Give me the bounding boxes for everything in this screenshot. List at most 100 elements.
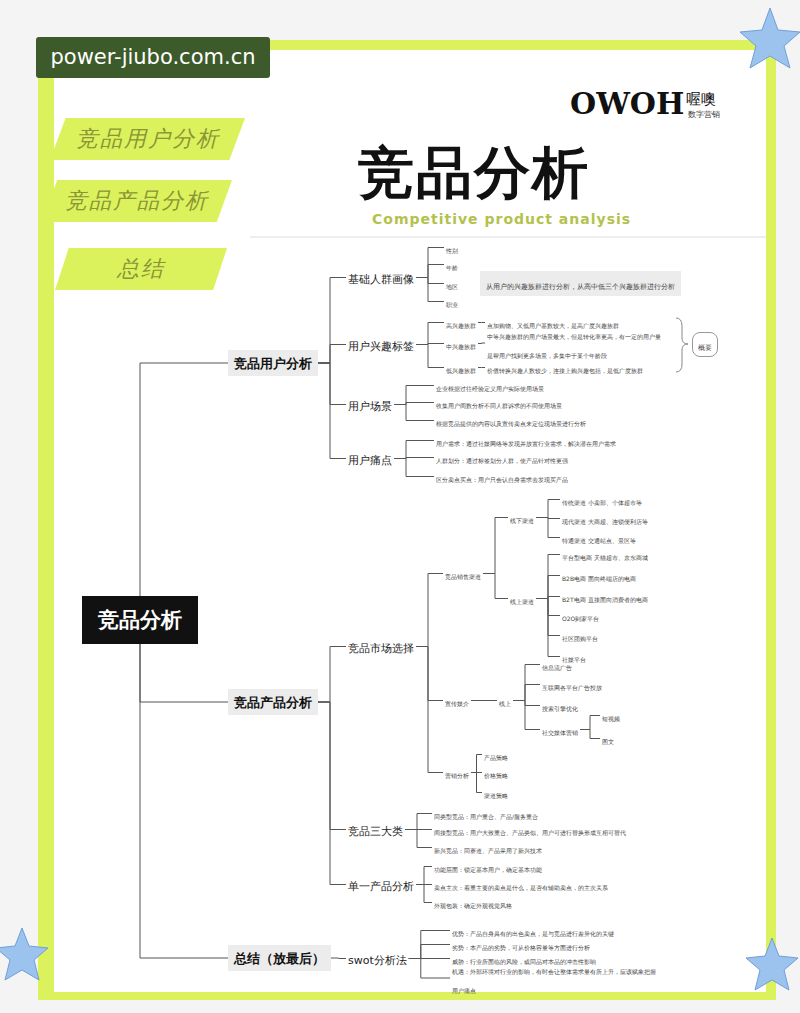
node-text: 同类型竞品：用户重合、产品/服务重合 bbox=[434, 813, 538, 820]
node-text: 社交媒体营销 bbox=[542, 729, 578, 736]
branch-line bbox=[140, 644, 228, 702]
node-text: 营销分析 bbox=[445, 772, 469, 779]
branch-line bbox=[394, 405, 434, 421]
branch-line bbox=[416, 278, 444, 302]
node-text: 新兴竞品：同赛道、产品采用了新兴技术 bbox=[434, 847, 542, 854]
node-text: 区分卖点买点：用户只会认自身需求去发现买产品 bbox=[436, 476, 568, 483]
node-text: 竞品三大类 bbox=[348, 825, 403, 838]
node-text: 根据竞品提供的内容以及宣传卖点来定位现场景进行分析 bbox=[436, 420, 586, 427]
logo-text: OWOH bbox=[570, 86, 684, 121]
note-box: 从用户的兴趣族群进行分析，从高中低三个兴趣族群进行分析 bbox=[480, 271, 681, 296]
star bbox=[0, 928, 48, 980]
leaf-topic: 中兴趣族群 bbox=[444, 333, 478, 354]
leaf-topic: 人群划分：通过标签划分人群，使产品针对性更强 bbox=[434, 447, 570, 468]
leaf-topic: B2T电商 直接面向消费者的电商 bbox=[560, 586, 650, 607]
node-text: 竞品产品分析 bbox=[234, 695, 312, 710]
node-text: 总结 bbox=[117, 254, 165, 284]
main-branch: 总结（放最后） bbox=[228, 945, 331, 971]
branch-line bbox=[394, 459, 434, 477]
leaf-topic: 点加购物、又低用户基数较大，是高广度兴趣族群 bbox=[485, 312, 665, 333]
lime-frame bbox=[38, 40, 776, 1000]
leaf-topic: 劣势：本产品的劣势，可从价格容量等方面进行分析 bbox=[450, 934, 592, 955]
branch-line bbox=[318, 647, 346, 703]
leaf-topic: 信息流广告 bbox=[540, 654, 574, 675]
section-tab: 竞品用户分析 bbox=[50, 118, 245, 160]
node-text: 线下渠道 bbox=[510, 517, 534, 524]
leaf-topic: 卖点主次：着重主要的卖点是什么，是否有辅助卖点，的主次关系 bbox=[432, 874, 610, 895]
branch-line bbox=[416, 867, 432, 885]
node-text: 机遇：外部环境对行业的影响，有时会让整体需求量有所上升，应该赋象把握用户痛点 bbox=[452, 968, 656, 994]
leaf-topic: 性别 bbox=[444, 237, 460, 258]
branch-line bbox=[405, 814, 432, 830]
leaf-topic: 用户需求：通过社媒网络等发现并放置行业需求，解决潜在用户需求 bbox=[434, 430, 618, 451]
branch-line bbox=[536, 555, 560, 599]
node-text: 社区团购平台 bbox=[562, 635, 598, 642]
branch-line bbox=[416, 248, 444, 278]
node-text: 特通渠道 交通站点、景区等 bbox=[562, 537, 636, 544]
branch-line bbox=[536, 500, 560, 518]
node-text: 用户场景 bbox=[348, 400, 392, 413]
leaf-topic: 渠道策略 bbox=[482, 782, 510, 803]
branch-line bbox=[483, 574, 508, 599]
leaf-topic: 短视频 bbox=[600, 705, 622, 726]
frame-inner bbox=[54, 50, 766, 992]
node-text: 用户需求：通过社媒网络等发现并放置行业需求，解决潜在用户需求 bbox=[436, 440, 616, 447]
node-text: 企业根据过往经验定义用户实际使用场景 bbox=[436, 385, 544, 392]
node-text: 总结（放最后） bbox=[234, 951, 325, 966]
branch-line bbox=[416, 647, 443, 773]
node-text: 用户兴趣标签 bbox=[348, 340, 414, 353]
node-text: 现代渠道 大商超、连锁便利店等 bbox=[562, 518, 648, 525]
node-text: 竞品市场选择 bbox=[348, 642, 414, 655]
node-text: 短视频 bbox=[602, 715, 620, 722]
sub-branch: 单一产品分析 bbox=[346, 874, 416, 895]
node-text: 竞品产品分析 bbox=[65, 186, 209, 216]
node-text: 功能层面：锁定基本用户，确定基本功能 bbox=[434, 866, 542, 873]
branch-line bbox=[394, 441, 434, 459]
branch-line bbox=[416, 278, 444, 284]
branch-line bbox=[318, 345, 346, 364]
star bbox=[746, 938, 798, 990]
node-text: 人群划分：通过标签划分人群，使产品针对性更强 bbox=[436, 457, 568, 464]
section-tab: 总结 bbox=[55, 248, 227, 290]
leaf-topic: 线上 bbox=[497, 690, 513, 711]
node-text: O2O到家平台 bbox=[562, 615, 599, 622]
leaf-topic: 功能层面：锁定基本用户，确定基本功能 bbox=[432, 856, 544, 877]
node-text: B2T电商 直接面向消费者的电商 bbox=[562, 596, 648, 603]
sub-branch: 竞品三大类 bbox=[346, 819, 405, 840]
leaf-topic: 根据竞品提供的内容以及宣传卖点来定位现场景进行分析 bbox=[434, 410, 588, 431]
leaf-topic: 现代渠道 大商超、连锁便利店等 bbox=[560, 508, 650, 529]
node-text: 竞品销售渠道 bbox=[445, 573, 481, 580]
node-text: 平台型电商 天猫超市、京东商城 bbox=[562, 554, 648, 561]
leaf-topic: 新兴竞品：同赛道、产品采用了新兴技术 bbox=[432, 837, 544, 858]
subtitle: Competitive product analysis bbox=[372, 211, 631, 227]
leaf-topic: 价格策略 bbox=[482, 762, 510, 783]
node-text: 劣势：本产品的劣势，可从价格容量等方面进行分析 bbox=[452, 944, 590, 951]
node-text: 渠道策略 bbox=[484, 792, 508, 799]
branch-line bbox=[318, 702, 346, 830]
branch-line bbox=[580, 716, 600, 730]
node-text: 外观包装：确定外观视觉风格 bbox=[434, 902, 512, 909]
branch-line bbox=[331, 958, 346, 960]
leaf-topic: 同类型竞品：用户重合、产品/服务重合 bbox=[432, 803, 540, 824]
leaf-topic: 高兴趣族群 bbox=[444, 312, 478, 333]
node-text: 年龄 bbox=[446, 264, 458, 271]
node-text: 社媒平台 bbox=[562, 656, 586, 663]
branch-line bbox=[416, 885, 432, 903]
leaf-topic: 企业根据过往经验定义用户实际使用场景 bbox=[434, 375, 546, 396]
leaf-topic: 宣传媒介 bbox=[443, 690, 471, 711]
leaf-topic: 社媒平台 bbox=[560, 646, 588, 667]
node-text: 线上渠道 bbox=[510, 598, 534, 605]
node-text: 竞品用户分析 bbox=[76, 124, 220, 154]
node-text: 高兴趣族群 bbox=[446, 322, 476, 329]
branch-line bbox=[416, 323, 444, 345]
node-text: 信息流广告 bbox=[542, 664, 572, 671]
node-text: 竞品分析 bbox=[98, 606, 182, 634]
branch-line bbox=[405, 830, 432, 848]
leaf-topic: 营销分析 bbox=[443, 762, 471, 783]
branch-line bbox=[580, 730, 600, 739]
node-text: 职业 bbox=[446, 301, 458, 308]
main-branch: 竞品产品分析 bbox=[228, 689, 318, 715]
node-text: 从用户的兴趣族群进行分析，从高中低三个兴趣族群进行分析 bbox=[486, 283, 675, 291]
leaf-topic: 社交媒体营销 bbox=[540, 719, 580, 740]
node-text: 点加购物、又低用户基数较大，是高广度兴趣族群 bbox=[487, 322, 619, 329]
